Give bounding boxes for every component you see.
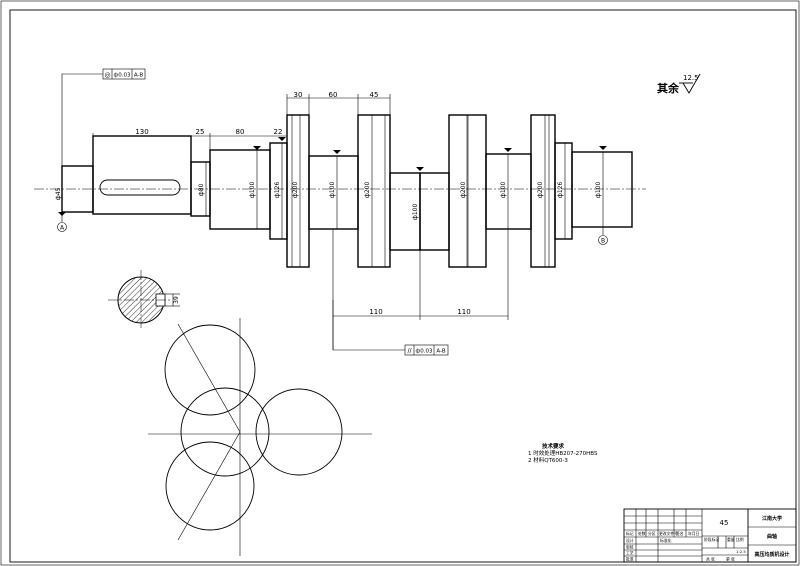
web-3	[448, 114, 487, 268]
tb-cell: 批准	[626, 557, 634, 562]
tolerance-value: ф0.03	[416, 349, 433, 355]
crank-circle-right	[255, 388, 343, 476]
tb-material: 45	[720, 519, 729, 527]
keyway-section: 39	[108, 270, 180, 330]
surface-finish-label: 其余	[657, 81, 680, 95]
tb-cell: 设计	[626, 538, 634, 543]
dia-label-200: ф200	[460, 182, 467, 199]
tolerance-frame-top: ◎ ф0.03 A-B	[61, 68, 146, 166]
datum-a-label: A	[60, 225, 65, 232]
tech-req-item: 1 时效处理HB207-270HBS	[528, 449, 598, 457]
surface-finish-note: 其余 12.5	[657, 73, 701, 95]
concentricity-icon: ◎	[104, 71, 110, 79]
tb-cell: 共 张	[706, 557, 715, 562]
datum-b-circle	[598, 235, 608, 245]
tb-cell: 工艺	[626, 551, 634, 556]
crank-circle-center	[180, 387, 270, 477]
title-block-border	[623, 508, 797, 563]
shaft-seg-100b	[571, 151, 633, 228]
tb-cell: 更改文件号	[659, 531, 678, 536]
tolerance-leader	[332, 300, 405, 351]
dim-25: 25	[196, 128, 205, 136]
tb-cell: 标准化	[660, 538, 672, 543]
dim-30: 30	[294, 91, 303, 99]
tolerance-datum: A-B	[436, 349, 445, 355]
tolerance-leader	[61, 73, 103, 166]
frame-box	[404, 344, 449, 356]
dim-22: 22	[274, 128, 283, 136]
dia-label-45: ф45	[55, 187, 62, 200]
tb-cell: 重量	[727, 537, 735, 542]
dia-label-100: ф100	[329, 182, 336, 199]
dia-label-100: ф100	[249, 182, 256, 199]
dim-45: 45	[370, 91, 379, 99]
shaft-seg-keyed	[92, 135, 192, 215]
dia-label-200: ф200	[292, 182, 299, 199]
crank-circle-top	[164, 324, 256, 416]
technical-requirements: 技术要求 1 时效处理HB207-270HBS 2 材料QT600-3	[528, 442, 598, 464]
tb-school: 江南大学	[762, 515, 782, 522]
tb-cell: 阶段标记	[704, 537, 719, 542]
tb-cell: 比例	[736, 537, 744, 542]
tech-req-item: 2 材料QT600-3	[528, 456, 568, 464]
crank-angle-diagram	[148, 318, 372, 556]
frame-box	[102, 68, 146, 80]
dia-label-126: ф126	[557, 182, 564, 199]
tb-cell: 1:2.5	[736, 549, 746, 554]
phase-line-120a	[177, 323, 241, 433]
tb-cell: 年月日	[688, 531, 700, 536]
dim-110-left: 110	[369, 308, 382, 316]
tolerance-datum: A-B	[134, 73, 143, 79]
parallelism-icon: //	[407, 348, 412, 355]
datum-a-triangle	[58, 212, 66, 216]
dim-60: 60	[329, 91, 338, 99]
main-journal-mid-b	[419, 172, 450, 251]
tolerance-value: ф0.03	[114, 73, 131, 79]
shaft-seg-100a	[209, 149, 271, 230]
tb-cell: 标记	[626, 531, 634, 536]
dia-label-mid-100: ф100	[412, 204, 419, 221]
dia-label-100: ф100	[500, 182, 507, 199]
dim-80: 80	[236, 128, 245, 136]
roughness-symbol-icon	[682, 73, 701, 94]
dia-arrow-marks	[253, 137, 607, 171]
tech-req-title: 技术要求	[542, 442, 565, 450]
keyway-slot	[99, 179, 181, 196]
dia-label-200: ф200	[537, 182, 544, 199]
datum-b-label: B	[601, 238, 605, 245]
tb-cell: 审核	[626, 545, 634, 550]
tb-part-name: 曲轴	[767, 533, 777, 540]
title-block: 标记 处数 分区 更改文件号 签名 年月日 设计 标准化 审核 工艺 批准 阶段…	[623, 508, 797, 563]
surface-finish-value: 12.5	[683, 74, 699, 82]
phase-line-120b	[177, 431, 241, 541]
dia-label-200: ф200	[364, 182, 371, 199]
dia-label-126: ф126	[274, 182, 281, 199]
crank-circle-bottom	[165, 441, 255, 531]
tb-cell: 处数	[638, 531, 646, 536]
inner-frame	[9, 9, 797, 563]
tolerance-frame-bottom: // ф0.03 A-B	[332, 300, 449, 356]
tb-cell: 分区	[648, 531, 656, 536]
dim-110-right: 110	[457, 308, 470, 316]
tb-cell: 第 张	[726, 557, 735, 562]
crankshaft-view: 130 25 80 22 30 60 45 ф45 ф80	[34, 91, 646, 350]
tb-cell: 签名	[676, 531, 684, 536]
datum-a-circle	[57, 222, 67, 232]
dim-130: 130	[135, 128, 148, 136]
tb-project: 高压均质机设计	[754, 551, 789, 558]
crankpin-2	[485, 153, 532, 230]
keyway-depth-label: 39	[173, 296, 180, 304]
dia-label-100: ф100	[595, 182, 602, 199]
dia-label-80: ф80	[198, 183, 205, 196]
